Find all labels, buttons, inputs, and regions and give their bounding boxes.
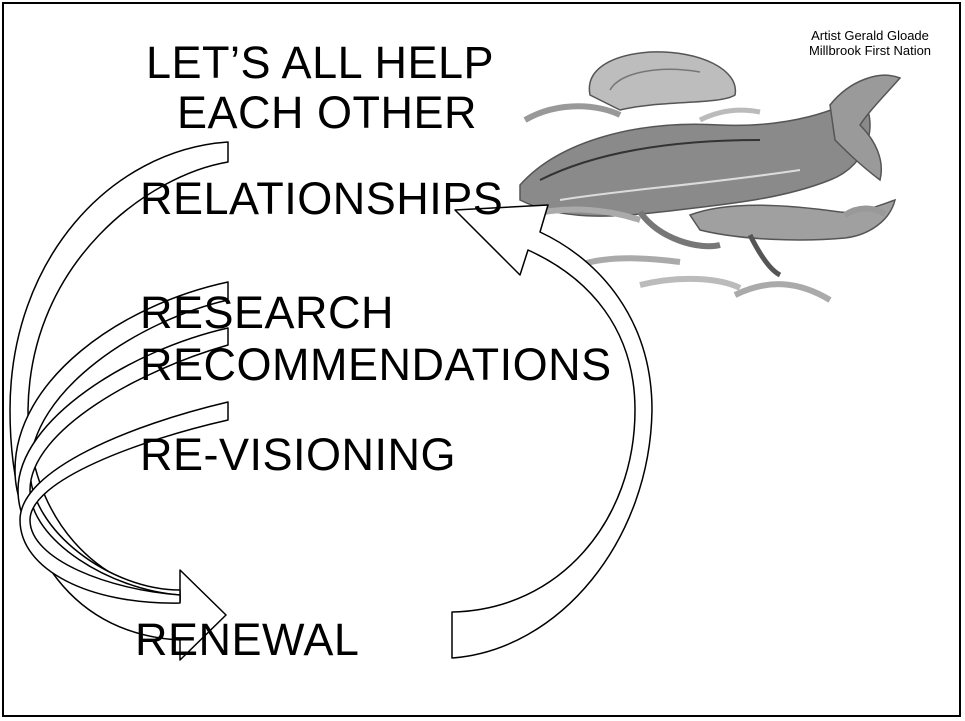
artist-credit-line-1: Artist Gerald Gloade bbox=[811, 28, 929, 43]
artist-credit-line-2: Millbrook First Nation bbox=[808, 43, 932, 58]
step-renewal: RENEWAL bbox=[135, 614, 360, 665]
arrow-revisioning-to-renewal bbox=[19, 401, 229, 604]
left-arrows bbox=[9, 141, 229, 661]
artist-credit: Artist Gerald Gloade Millbrook First Nat… bbox=[785, 28, 955, 58]
title-line-2: EACH OTHER bbox=[177, 87, 478, 138]
step-revisioning: RE-VISIONING bbox=[140, 429, 457, 480]
whale-illustration bbox=[519, 51, 902, 303]
step-relationships: RELATIONSHIPS bbox=[140, 173, 504, 224]
step-research: RESEARCH bbox=[140, 287, 395, 338]
step-recommendations: RECOMMENDATIONS bbox=[140, 339, 612, 390]
arrow-relationships-to-renewal bbox=[9, 141, 229, 661]
return-arrow bbox=[451, 204, 653, 659]
title-line-1: LET’S ALL HELP bbox=[146, 37, 495, 88]
